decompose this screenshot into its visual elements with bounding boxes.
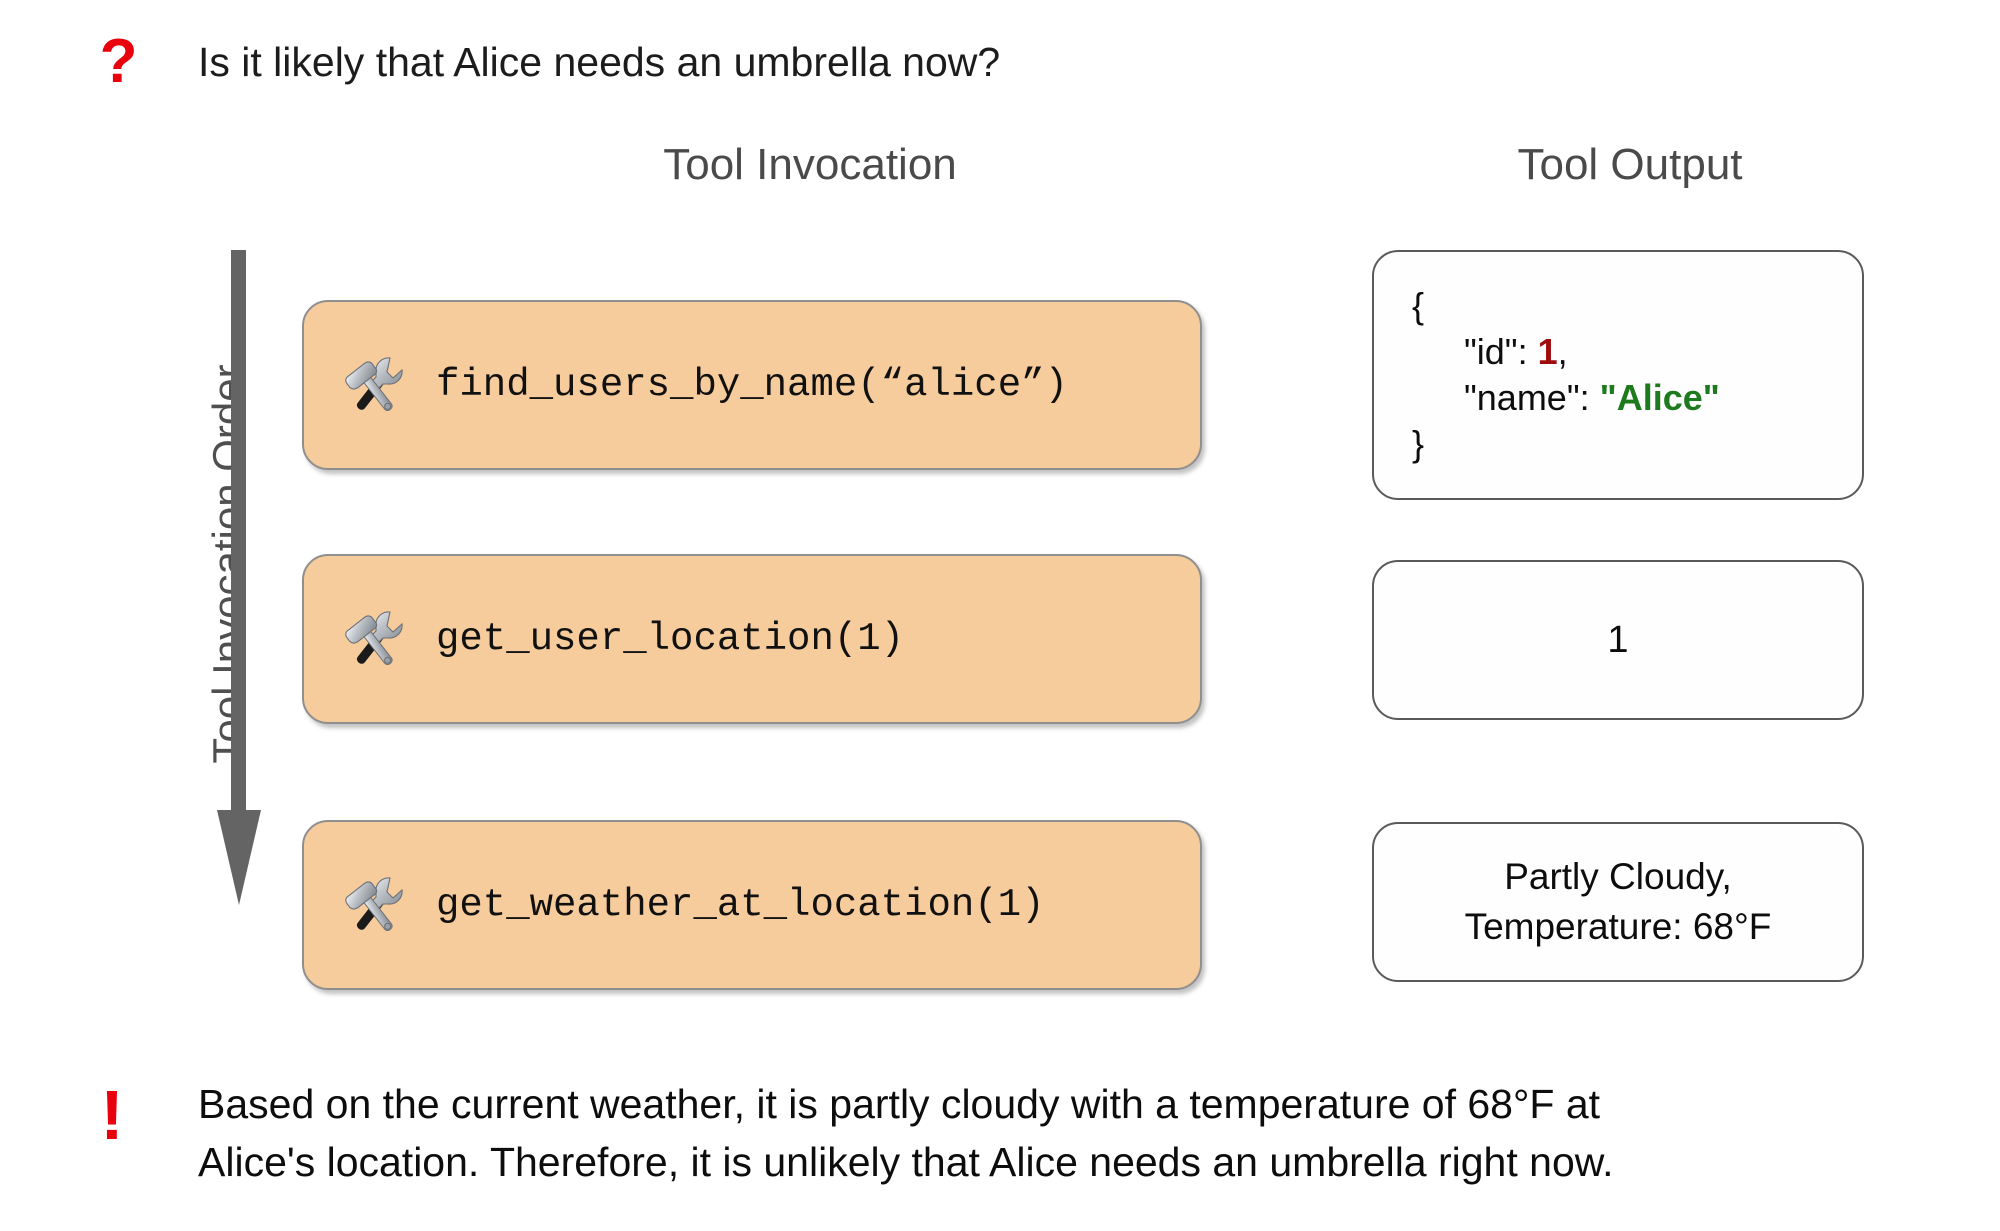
json-name-key: "name": — [1464, 377, 1600, 418]
tool-output-box: { "id": 1, "name": "Alice" } — [1372, 250, 1864, 500]
tool-output-text: Partly Cloudy, Temperature: 68°F — [1464, 856, 1772, 947]
json-id-suffix: , — [1557, 330, 1568, 372]
question-text: Is it likely that Alice needs an umbrell… — [198, 39, 1001, 85]
json-name-value: "Alice" — [1599, 377, 1720, 418]
tool-call-text: get_weather_at_location(1) — [436, 883, 1045, 927]
json-id-line: "id": 1, — [1412, 329, 1568, 375]
down-arrow-icon — [217, 250, 261, 905]
json-open-brace: { — [1412, 284, 1425, 326]
exclamation-mark-icon: ! — [100, 1076, 124, 1154]
tool-invocation-card[interactable]: get_user_location(1) — [302, 554, 1202, 724]
hammer-and-wrench-icon — [338, 349, 410, 421]
tool-call-text: get_user_location(1) — [436, 617, 905, 661]
tool-invocation-card[interactable]: find_users_by_name(“alice”) — [302, 300, 1202, 470]
tool-output-text: 1 — [1607, 618, 1629, 661]
hammer-and-wrench-icon — [338, 603, 410, 675]
question-row: ? Is it likely that Alice needs an umbre… — [0, 22, 2000, 102]
hammer-and-wrench-icon — [338, 869, 410, 941]
json-id-key: "id": — [1464, 330, 1538, 372]
json-close-brace: } — [1412, 423, 1425, 465]
question-mark-icon: ? — [99, 27, 138, 96]
tool-invocation-card[interactable]: get_weather_at_location(1) — [302, 820, 1202, 990]
tool-output-box: Partly Cloudy, Temperature: 68°F — [1372, 822, 1864, 982]
tool-call-text: find_users_by_name(“alice”) — [436, 363, 1068, 407]
answer-text: Based on the current weather, it is part… — [198, 1081, 1614, 1186]
tool-invocation-order-axis: Tool Invocation Order — [140, 250, 261, 910]
tool-output-header: Tool Output — [1517, 140, 1743, 189]
tool-invocation-header: Tool Invocation — [663, 140, 957, 189]
json-id-value: 1 — [1537, 330, 1558, 372]
json-name-line: "name": "Alice" — [1412, 375, 1720, 421]
tool-output-box: 1 — [1372, 560, 1864, 720]
